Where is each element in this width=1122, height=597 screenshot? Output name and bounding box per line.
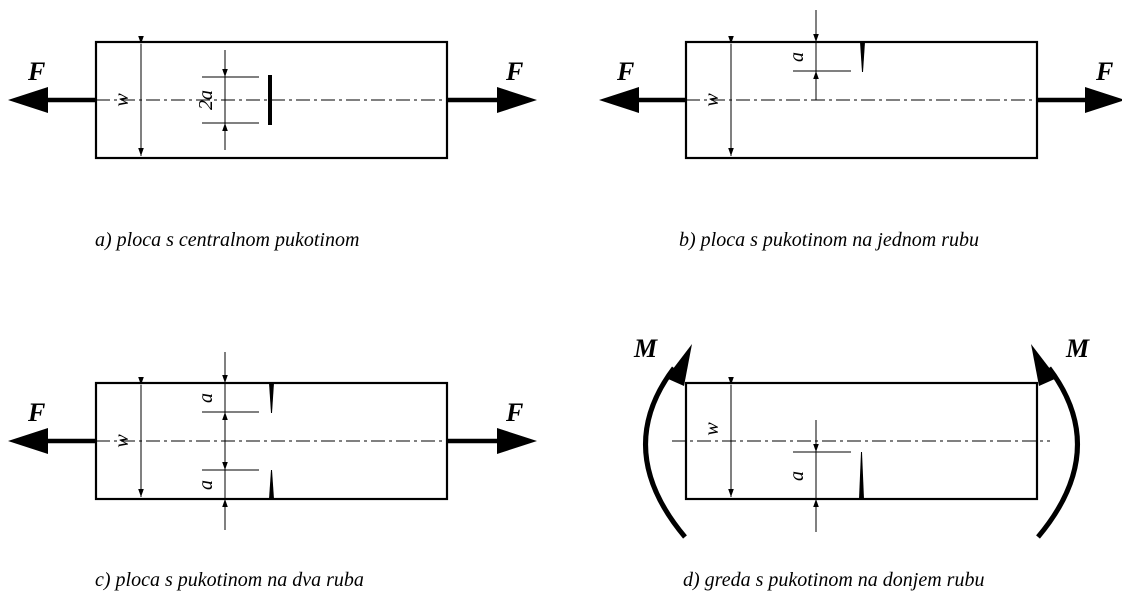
force-label-left-b: F <box>616 57 634 86</box>
width-label-a: w <box>111 93 133 107</box>
moment-arc-left <box>643 366 687 539</box>
arrowhead-left-b <box>599 87 639 113</box>
caption-c: c) ploca s pukotinom na dva ruba <box>95 569 364 591</box>
panel-b-single-edge-crack: F F w a b) ploca s pukotinom na jednom r… <box>599 10 1122 251</box>
caption-a: a) ploca s centralnom pukotinom <box>95 229 359 251</box>
crack-label-b: a <box>786 52 808 62</box>
edge-crack-bottom-c <box>269 470 274 499</box>
crack-label-2a: 2a <box>195 90 217 110</box>
moment-arrowhead-right <box>1031 344 1057 386</box>
caption-b: b) ploca s pukotinom na jednom rubu <box>679 229 979 251</box>
arrowhead-right-c <box>497 428 537 454</box>
crack-label-d: a <box>786 471 808 481</box>
moment-arc-right <box>1036 366 1080 539</box>
force-label-left-a: F <box>27 57 45 86</box>
panel-c-double-edge-crack: F F w a a c) ploca s pukotinom na dva ru… <box>8 352 537 591</box>
crack-label-top-c: a <box>195 393 217 403</box>
panel-d-beam-bottom-crack: w a M M d) greda s pukotinom na donjem r… <box>633 334 1090 591</box>
force-label-right-a: F <box>505 57 523 86</box>
central-crack <box>268 75 272 125</box>
width-label-b: w <box>701 93 723 107</box>
arrowhead-right-a <box>497 87 537 113</box>
width-label-c: w <box>111 434 133 448</box>
edge-crack-top-c <box>269 383 274 413</box>
edge-crack-top-b <box>860 42 865 72</box>
panel-a-center-crack: F F w 2a a) ploca s centralnom pukotinom <box>8 36 537 251</box>
moment-label-right: M <box>1065 334 1090 363</box>
force-label-left-c: F <box>27 398 45 427</box>
force-label-right-c: F <box>505 398 523 427</box>
arrowhead-right-b <box>1085 87 1122 113</box>
edge-crack-bottom-d <box>859 452 864 499</box>
arrowhead-left-c <box>8 428 48 454</box>
crack-label-bottom-c: a <box>195 480 217 490</box>
arrowhead-left-a <box>8 87 48 113</box>
moment-label-left: M <box>633 334 658 363</box>
width-label-d: w <box>701 422 723 436</box>
force-label-right-b: F <box>1095 57 1113 86</box>
caption-d: d) greda s pukotinom na donjem rubu <box>683 569 984 591</box>
moment-arrowhead-left <box>666 344 692 386</box>
